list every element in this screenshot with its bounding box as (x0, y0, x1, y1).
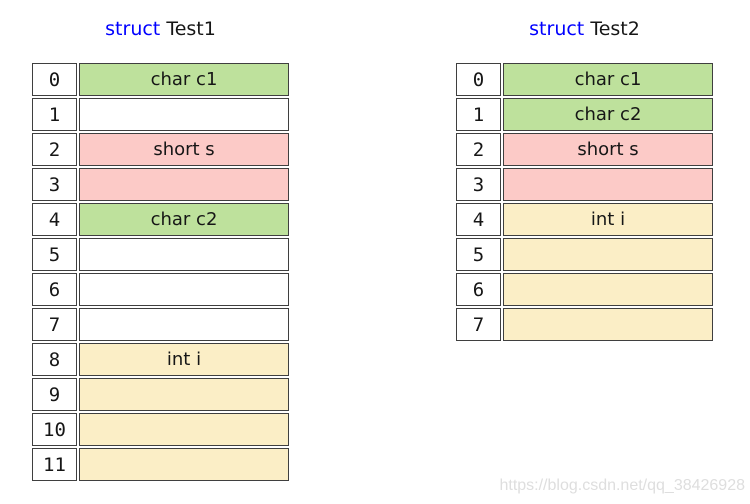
offset-cell: 2 (456, 133, 501, 166)
table-row: 5 (456, 238, 713, 271)
member-cell (79, 448, 289, 481)
offset-cell: 7 (456, 308, 501, 341)
table-row: 7 (32, 308, 289, 341)
table-row: 11 (32, 448, 289, 481)
offset-cell: 2 (32, 133, 77, 166)
member-cell (503, 168, 713, 201)
table-row: 10 (32, 413, 289, 446)
offset-cell: 7 (32, 308, 77, 341)
struct-test2-title: struct Test2 (454, 16, 715, 42)
member-cell (79, 413, 289, 446)
table-row: 3 (456, 168, 713, 201)
member-cell: char c2 (79, 203, 289, 236)
offset-cell: 10 (32, 413, 77, 446)
offset-cell: 11 (32, 448, 77, 481)
offset-cell: 6 (456, 273, 501, 306)
member-cell: int i (79, 343, 289, 376)
table-row: 1 (32, 98, 289, 131)
member-cell: char c1 (79, 63, 289, 96)
table-row: 6 (32, 273, 289, 306)
offset-cell: 9 (32, 378, 77, 411)
struct-name: Test2 (590, 18, 640, 40)
member-cell: short s (79, 133, 289, 166)
offset-cell: 1 (32, 98, 77, 131)
offset-cell: 5 (32, 238, 77, 271)
struct-test1-title: struct Test1 (30, 16, 291, 42)
offset-cell: 3 (32, 168, 77, 201)
member-cell (79, 98, 289, 131)
offset-cell: 1 (456, 98, 501, 131)
offset-cell: 6 (32, 273, 77, 306)
offset-cell: 0 (32, 63, 77, 96)
member-cell (79, 238, 289, 271)
struct-name: Test1 (166, 18, 216, 40)
table-row: 6 (456, 273, 713, 306)
offset-cell: 3 (456, 168, 501, 201)
offset-cell: 5 (456, 238, 501, 271)
member-cell: int i (503, 203, 713, 236)
member-cell (503, 308, 713, 341)
table-row: 5 (32, 238, 289, 271)
member-cell (79, 273, 289, 306)
member-cell (503, 238, 713, 271)
struct-keyword: struct (529, 18, 585, 40)
member-cell (79, 378, 289, 411)
member-cell: char c1 (503, 63, 713, 96)
table-row: 3 (32, 168, 289, 201)
offset-cell: 4 (456, 203, 501, 236)
offset-cell: 0 (456, 63, 501, 96)
offset-cell: 4 (32, 203, 77, 236)
member-cell (79, 168, 289, 201)
offset-cell: 8 (32, 343, 77, 376)
struct-keyword: struct (105, 18, 161, 40)
member-cell: short s (503, 133, 713, 166)
member-cell (503, 273, 713, 306)
watermark-url: https://blog.csdn.net/qq_38426928 (499, 477, 745, 494)
table-row: 7 (456, 308, 713, 341)
table-row: 9 (32, 378, 289, 411)
member-cell: char c2 (503, 98, 713, 131)
member-cell (79, 308, 289, 341)
